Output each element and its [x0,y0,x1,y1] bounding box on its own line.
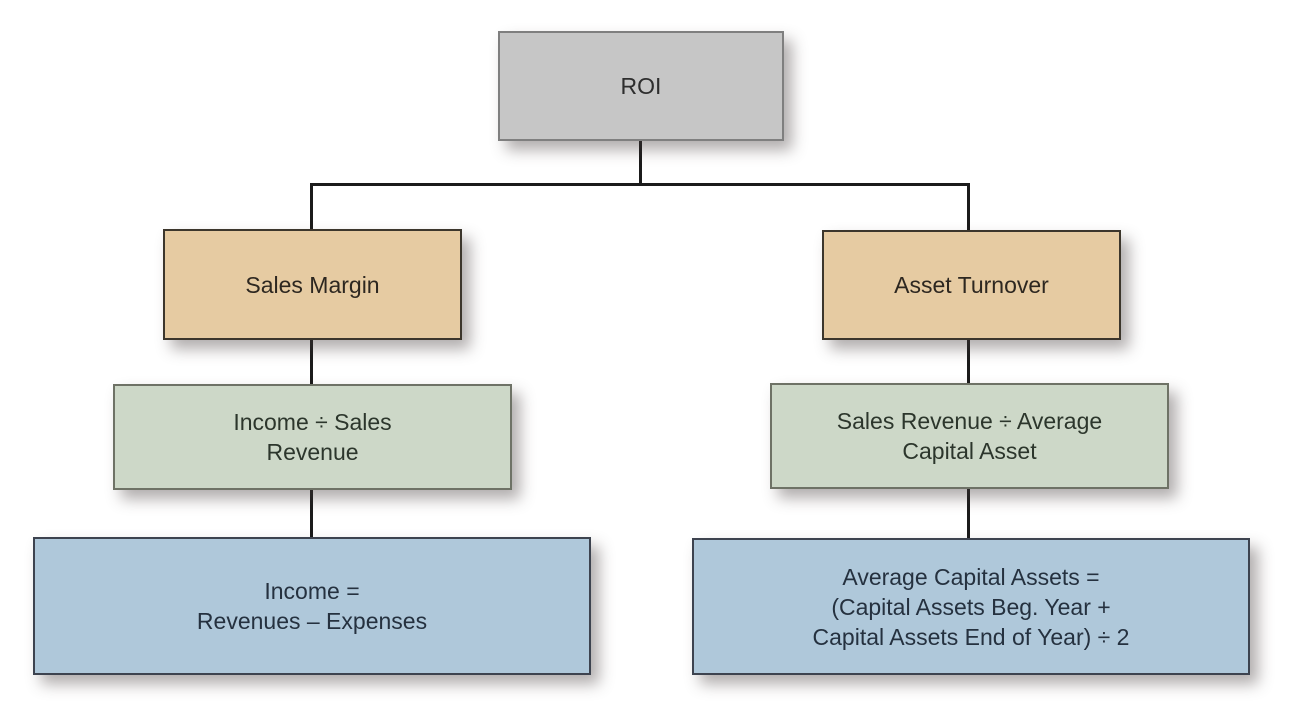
avg-capital-definition-line3: Capital Assets End of Year) ÷ 2 [812,623,1130,650]
sales-margin-formula-line1: Income ÷ Sales [233,409,392,435]
asset-turnover-label: Asset Turnover [894,272,1049,298]
avg-capital-definition-line1: Average Capital Assets = [842,563,1100,590]
connector-left-drop [310,183,313,230]
connector-roi-stem [639,141,642,185]
sales-margin-formula-line2: Revenue [266,439,359,465]
connector-right-drop [967,183,970,231]
connector-formula-to-avg-capital [967,489,970,539]
sales-margin-label: Sales Margin [245,271,380,298]
connector-formula-to-income [310,490,313,538]
roi-node: ROI [498,31,784,141]
asset-turnover-formula-line1: Sales Revenue ÷ Average [836,408,1103,434]
avg-capital-definition-line2: (Capital Assets Beg. Year + [831,593,1111,620]
income-definition-line1: Income = [264,578,360,604]
connector-asset-turnover-to-formula [967,340,970,384]
asset-turnover-node: Asset Turnover [822,230,1121,340]
connector-sales-margin-to-formula [310,340,313,385]
asset-turnover-formula-node: Sales Revenue ÷ Average Capital Asset [770,383,1169,489]
income-definition-node: Income = Revenues – Expenses [33,537,591,675]
roi-label: ROI [620,73,662,99]
avg-capital-definition-node: Average Capital Assets = (Capital Assets… [692,538,1250,675]
sales-margin-node: Sales Margin [163,229,462,340]
income-definition-line2: Revenues – Expenses [196,608,428,634]
connector-branch-bar [310,183,970,186]
asset-turnover-formula-line2: Capital Asset [902,438,1037,464]
sales-margin-formula-node: Income ÷ Sales Revenue [113,384,512,490]
